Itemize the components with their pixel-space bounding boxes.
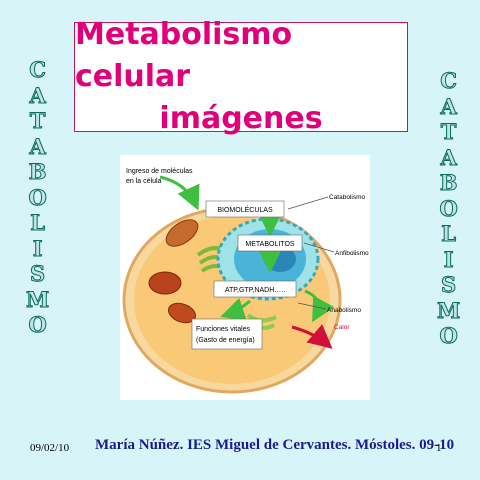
right-letter: I bbox=[443, 246, 454, 272]
right-letter: C bbox=[440, 68, 458, 94]
catabolismo-label: Catabolismo bbox=[329, 194, 366, 201]
atp-label: ATP,GTP,NADH….. bbox=[225, 287, 285, 294]
left-letter: C bbox=[29, 57, 47, 83]
left-letter: S bbox=[30, 261, 46, 287]
right-letter: B bbox=[439, 170, 458, 196]
page-number: 1 bbox=[436, 442, 442, 454]
left-vertical-word: C A T A B O L I S M O bbox=[25, 57, 50, 338]
left-letter: O bbox=[28, 184, 47, 210]
right-vertical-word: C A T A B O L I S M O bbox=[436, 68, 461, 349]
title-box: Metabolismo celular imágenes bbox=[74, 17, 408, 136]
footer-date: 09/02/10 bbox=[30, 442, 70, 454]
left-letter: L bbox=[30, 210, 46, 236]
right-letter: O bbox=[439, 323, 458, 349]
footer-author: María Núñez. IES Miguel de Cervantes. Mó… bbox=[95, 437, 455, 453]
mitochondrion bbox=[167, 302, 197, 324]
right-letter: L bbox=[441, 221, 457, 247]
right-letter: T bbox=[440, 119, 457, 145]
funciones-label-2: (Gasto de energía) bbox=[196, 337, 255, 344]
anabolismo-label: Anabolismo bbox=[327, 307, 361, 314]
calor-label: Calor bbox=[334, 324, 350, 331]
title-line-2: imágenes bbox=[159, 101, 323, 136]
metabolitos-box bbox=[237, 234, 303, 252]
right-letter: M bbox=[436, 297, 461, 323]
right-letter: A bbox=[440, 93, 457, 119]
flow-arrow bbox=[220, 297, 251, 321]
ingreso-label-2: en la célula bbox=[126, 178, 162, 185]
mitochondrion bbox=[148, 271, 182, 295]
title-line-1: Metabolismo celular bbox=[75, 17, 293, 94]
atp-box bbox=[213, 280, 297, 298]
biomoleculas-label: BIOMOLÉCULAS bbox=[217, 205, 273, 214]
biomoleculas-box bbox=[205, 200, 285, 218]
funciones-box bbox=[191, 318, 263, 350]
anfibolismo-label: Anfibolismo bbox=[335, 250, 369, 257]
left-letter: A bbox=[29, 82, 46, 108]
cell-diagram: Ingreso de moléculas en la célula BIOMOL… bbox=[120, 155, 370, 400]
right-letter: O bbox=[439, 195, 458, 221]
input-arrow bbox=[159, 175, 200, 211]
right-letter: S bbox=[441, 272, 457, 298]
left-letter: M bbox=[25, 286, 50, 312]
left-letter: O bbox=[28, 312, 47, 338]
left-letter: A bbox=[29, 133, 46, 159]
mitochondrion bbox=[165, 219, 199, 247]
left-letter: T bbox=[29, 108, 46, 134]
heat-arrow bbox=[291, 324, 333, 349]
cell-illustration: Ingreso de moléculas en la célula BIOMOL… bbox=[122, 168, 369, 394]
metabolitos-label: METABOLITOS bbox=[245, 241, 294, 248]
ingreso-label: Ingreso de moléculas bbox=[126, 168, 193, 175]
flow-arrow bbox=[304, 289, 335, 323]
funciones-label: Funciones vitales bbox=[196, 326, 251, 333]
left-letter: I bbox=[32, 235, 43, 261]
right-letter: A bbox=[440, 144, 457, 170]
left-letter: B bbox=[28, 159, 47, 185]
